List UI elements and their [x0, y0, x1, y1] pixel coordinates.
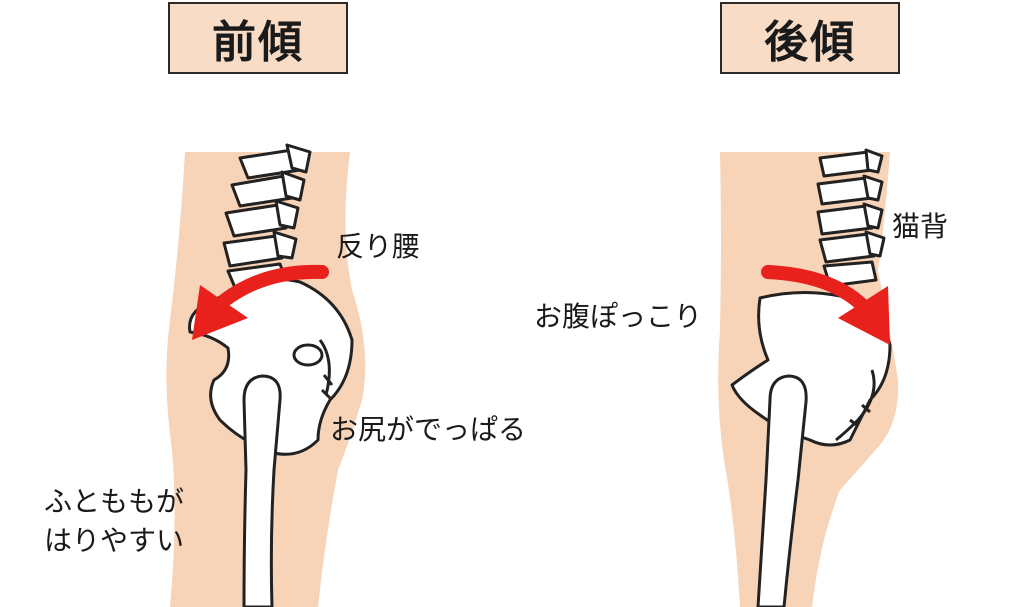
spine-icon	[816, 148, 886, 288]
femur-icon	[756, 374, 808, 607]
label-belly: お腹ぽっこり	[534, 300, 703, 333]
title-posterior-tilt: 後傾	[720, 2, 900, 74]
spine-icon	[222, 143, 312, 292]
title-anterior-tilt: 前傾	[168, 2, 348, 74]
label-hunchback: 猫背	[892, 210, 949, 243]
label-buttocks: お尻がでっぱる	[330, 413, 527, 446]
label-thighs-line2: はりやすい	[44, 524, 185, 557]
label-sway-back: 反り腰	[336, 230, 421, 263]
label-thighs-line1: ふとももが	[44, 485, 185, 518]
femur-icon	[242, 374, 282, 607]
arrow-icon	[761, 265, 890, 345]
arrow-icon	[192, 264, 329, 340]
